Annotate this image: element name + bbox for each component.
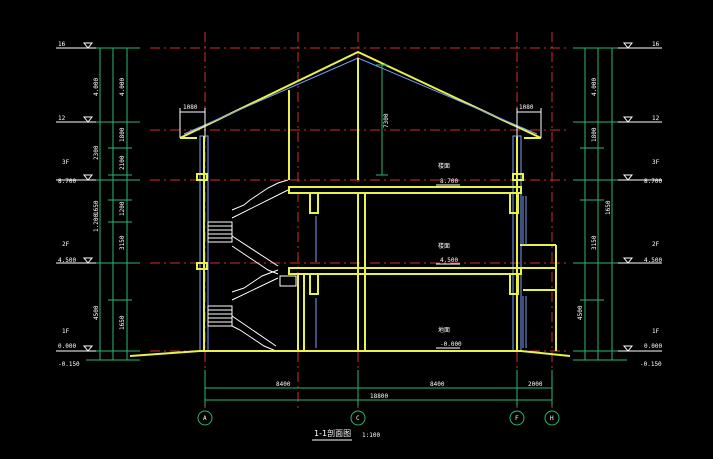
stairs <box>207 179 297 352</box>
floor-labels: 楼面 8.700 楼面 4.500 地面 -0.000 <box>436 162 462 349</box>
drawing-scale: 1:100 <box>362 432 380 439</box>
left-dim-inner-5: 3150 <box>119 235 126 250</box>
right-elev-minus-0150: -0.150 <box>640 361 662 368</box>
roof <box>179 50 542 180</box>
left-floor-1f: 1F <box>62 328 70 335</box>
right-elev-8700: 8.700 <box>644 178 662 185</box>
right-elev-4500: 4.500 <box>644 257 662 264</box>
structure <box>196 135 557 352</box>
right-floor-2f: 2F <box>652 241 660 248</box>
left-elev-8700: 8.700 <box>58 178 76 185</box>
bottom-dim-2: 8400 <box>430 381 445 388</box>
eave-dimensions <box>179 108 542 138</box>
axis-bubbles <box>197 410 560 426</box>
left-elevation-texts: 16 12 3F 8.700 2F 4.500 1F 0.000 -0.150 <box>58 41 80 368</box>
right-floor-1f: 1F <box>652 328 660 335</box>
right-dim-1: 4.000 <box>591 78 598 96</box>
left-dim-inner-4: 1200 <box>119 201 126 216</box>
ground-line <box>129 350 571 357</box>
left-dim-outer-5: 4500 <box>93 305 100 320</box>
right-dim-3: 3150 <box>591 235 598 250</box>
left-elev-4500: 4.500 <box>58 257 76 264</box>
floor-tag-1: 地面 <box>438 326 450 334</box>
axis-a: A <box>203 415 207 422</box>
drawing-title: 1-1剖面图 <box>314 428 351 438</box>
overall-width: 18800 <box>370 393 388 400</box>
right-elev-16: 16 <box>652 41 660 48</box>
floor-level-3: 8.700 <box>440 178 458 185</box>
right-dim-2: 1800 <box>591 127 598 142</box>
left-elev-minus-0150: -0.150 <box>58 361 80 368</box>
right-elevation-texts: 16 12 3F 8.700 2F 4.500 1F 0.000 -0.150 <box>640 41 662 368</box>
right-elev-12: 12 <box>652 115 660 122</box>
left-elev-12: 12 <box>58 115 66 122</box>
axis-c: C <box>356 415 360 422</box>
left-dim-inner-6: 1650 <box>119 315 126 330</box>
left-floor-2f: 2F <box>62 241 70 248</box>
left-dim-inner-1: 4.000 <box>119 78 126 96</box>
right-total-height: 1650 <box>605 200 612 215</box>
eave-dim-right: 1080 <box>519 104 534 111</box>
left-elev-0000: 0.000 <box>58 343 76 350</box>
floor-level-2: 4.500 <box>440 257 458 264</box>
left-dim-inner-3: 2100 <box>119 155 126 170</box>
right-elevation-markers <box>618 42 662 352</box>
left-dim-texts: 4.000 2300 1.200 4500 1650 4.000 1800 21… <box>93 78 126 330</box>
floor-tag-3: 楼面 <box>438 162 450 170</box>
left-dim-outer-2: 2300 <box>93 145 100 160</box>
left-dim-outer-1: 4.000 <box>93 78 100 96</box>
bottom-dim-1: 8400 <box>276 381 291 388</box>
left-floor-3f: 3F <box>62 159 70 166</box>
axis-f: F <box>515 415 519 422</box>
floor-level-1: -0.000 <box>440 341 462 348</box>
floor-tag-2: 楼面 <box>438 242 450 250</box>
right-dim-texts: 4.000 1800 3150 1650 4500 <box>577 78 612 320</box>
left-elevation-markers <box>56 42 96 352</box>
right-floor-3f: 3F <box>652 159 660 166</box>
right-dimension-lines <box>573 47 627 361</box>
right-dim-4: 4500 <box>577 305 584 320</box>
bottom-dimensions <box>204 370 553 406</box>
right-elev-0000: 0.000 <box>644 343 662 350</box>
glazing <box>315 196 527 348</box>
left-dim-inner-2: 1800 <box>119 127 126 142</box>
left-dim-outer-3: 1.200 <box>93 214 100 232</box>
ridge-height-dim: 7300 <box>383 113 390 128</box>
axis-h: H <box>550 415 554 422</box>
left-total-height: 1650 <box>93 200 100 215</box>
left-elev-16: 16 <box>58 41 66 48</box>
eave-dim-left: 1080 <box>183 104 198 111</box>
bottom-dim-3: 2000 <box>528 381 543 388</box>
